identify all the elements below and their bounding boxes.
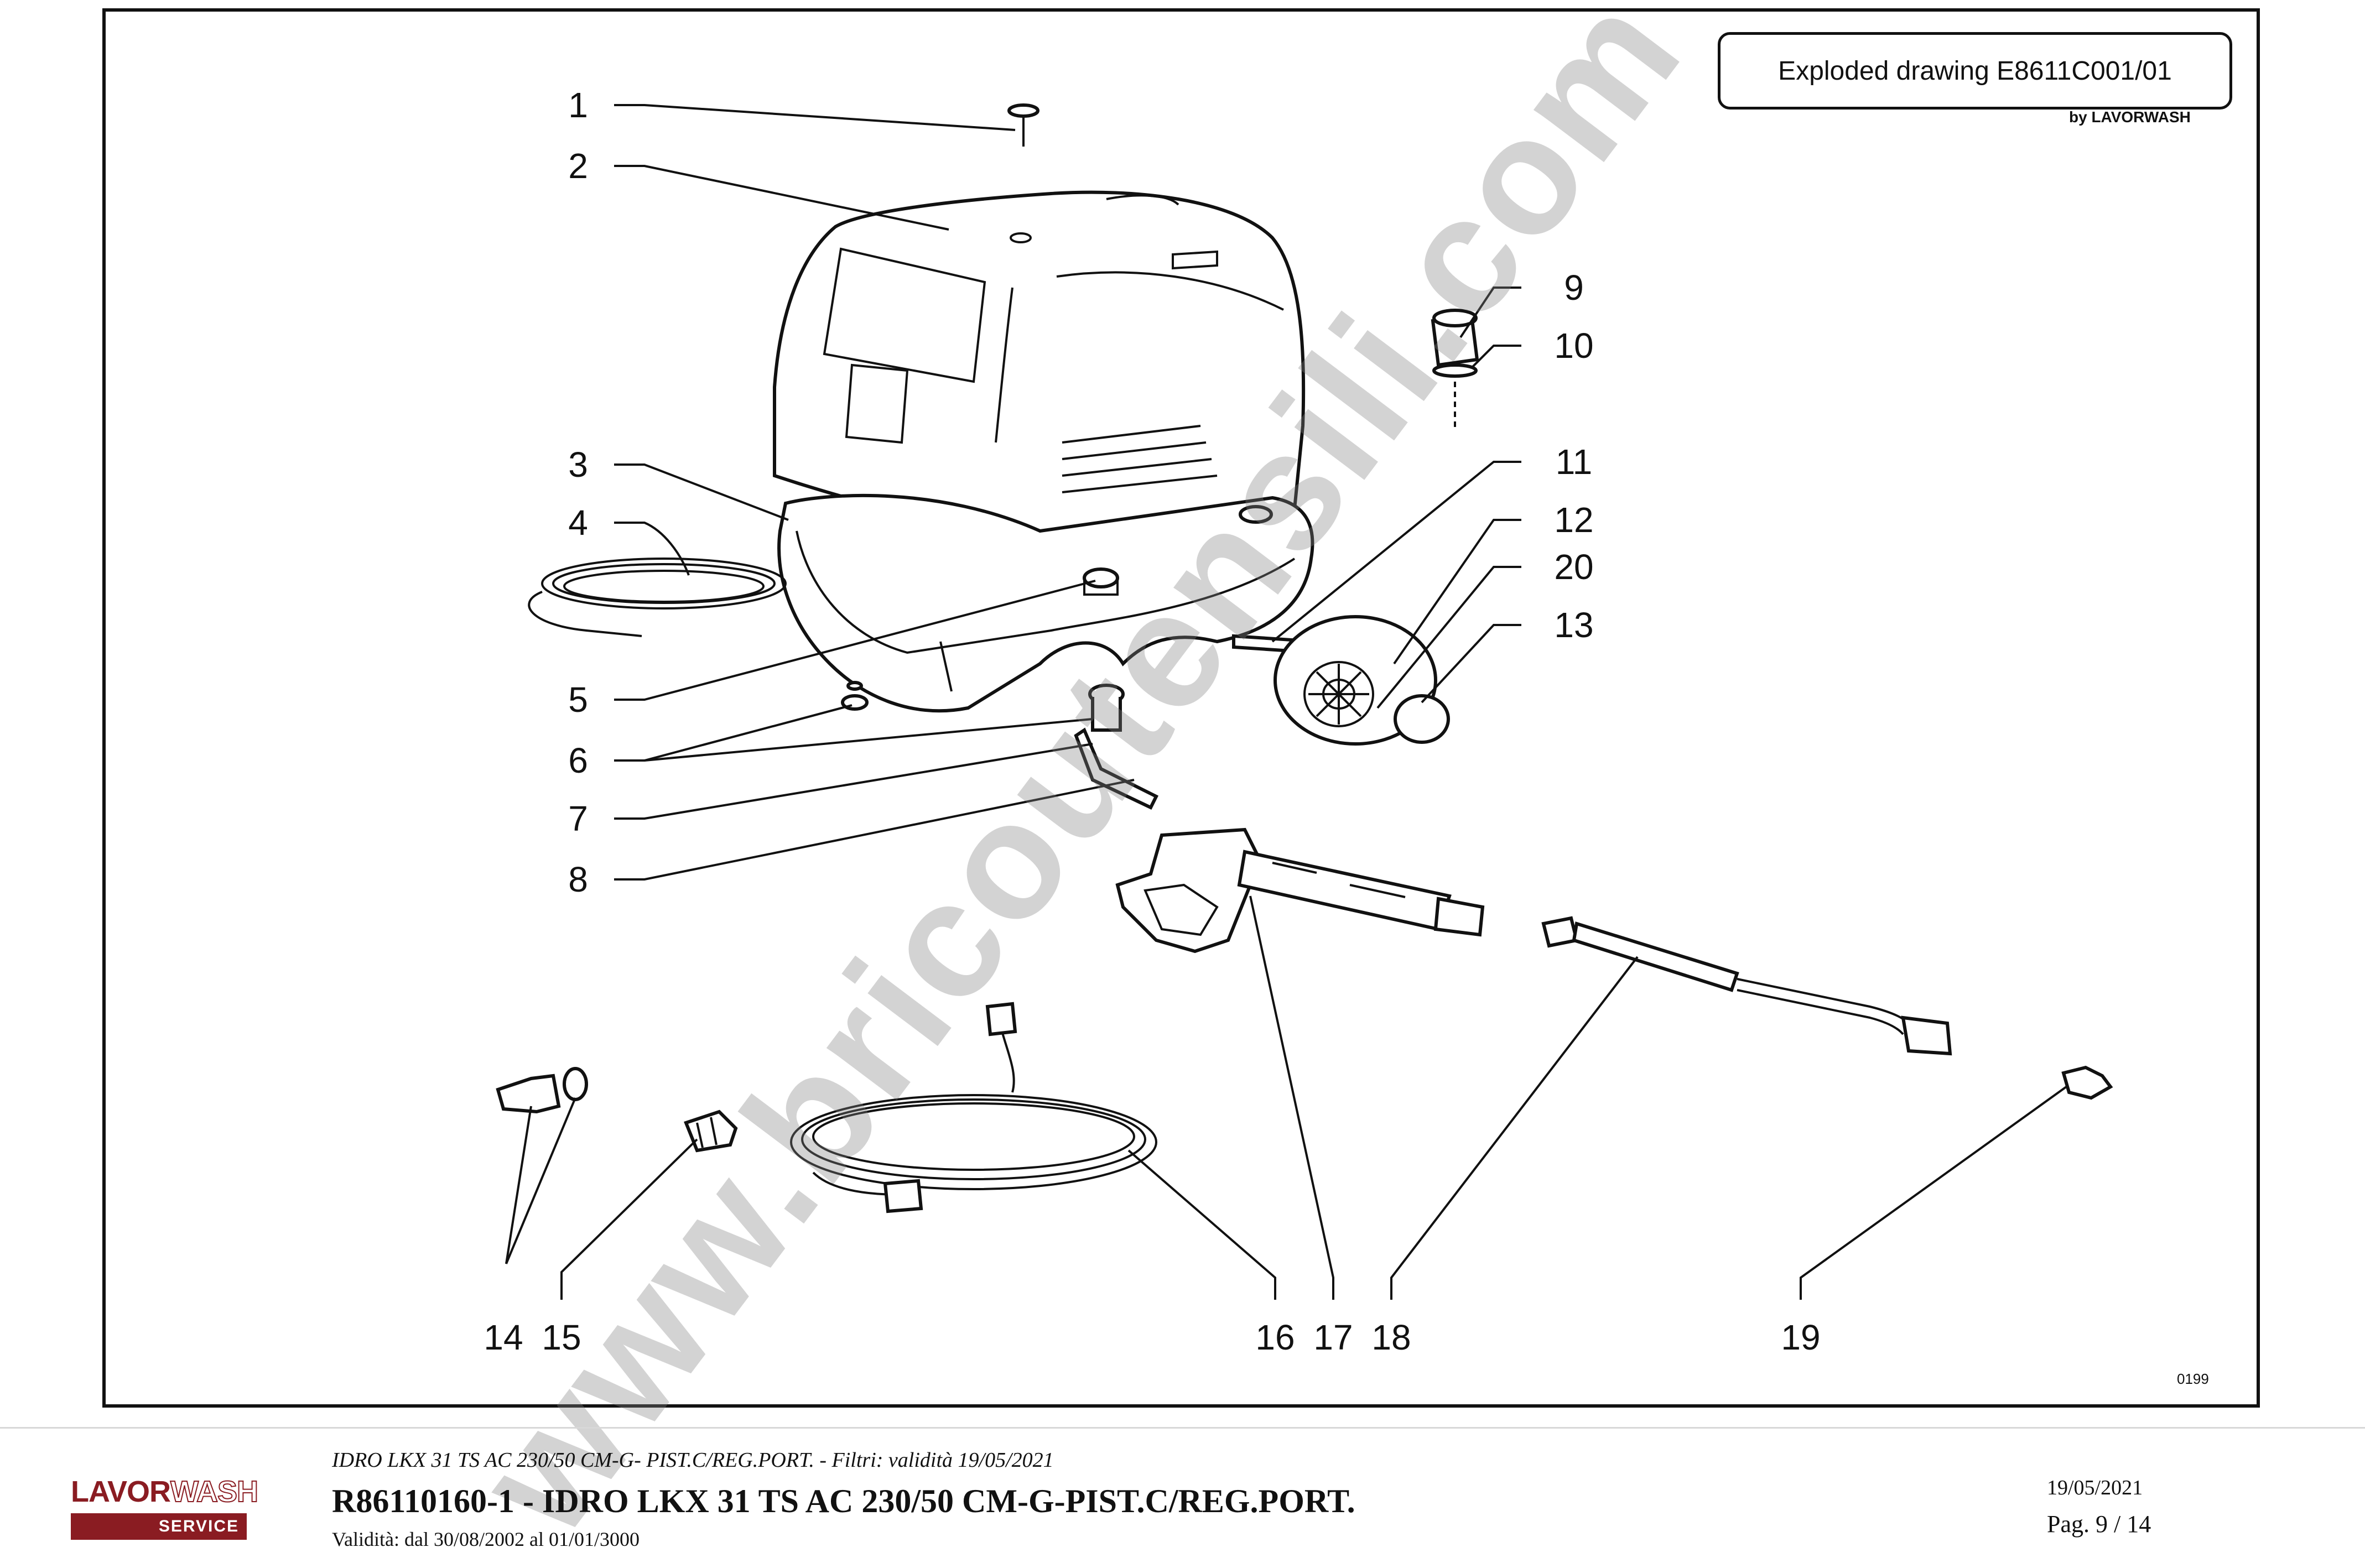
- callout-20: 20: [1554, 547, 1593, 587]
- drawing-title: Exploded drawing E8611C001/01: [1778, 56, 2172, 86]
- part-coupling-14: [496, 1067, 588, 1114]
- callout-7: 7: [568, 799, 588, 838]
- callout-2: 2: [568, 146, 588, 186]
- part-base: [777, 493, 1314, 713]
- logo-service-bar: SERVICE: [71, 1513, 247, 1540]
- callout-14: 14: [484, 1317, 523, 1357]
- logo-word-lavor: LAVOR: [71, 1475, 171, 1508]
- callout-12: 12: [1554, 500, 1593, 540]
- part-inlet-pipe: [1074, 684, 1159, 810]
- leader-lines: [505, 104, 2067, 1300]
- callout-4: 4: [568, 503, 588, 543]
- drawing-author: by LAVORWASH: [2069, 108, 2191, 126]
- part-lance: [1541, 916, 1952, 1056]
- part-spray-gun: [1115, 827, 1485, 954]
- drawing-title-box: Exploded drawing E8611C001/01: [1718, 32, 2232, 110]
- logo-word-wash: WASH: [170, 1475, 259, 1509]
- part-hose: [790, 1002, 1157, 1213]
- validity-range: Validità: dal 30/08/2002 al 01/01/3000: [332, 1528, 640, 1550]
- callout-13: 13: [1554, 605, 1593, 645]
- callout-8: 8: [568, 859, 588, 899]
- part-nozzle: [2061, 1065, 2113, 1100]
- callout-numbers: 1 2 3 4 5 6 7 8 9 10 11 12 20 13 14 15 1…: [484, 85, 1820, 1357]
- callout-9: 9: [1564, 268, 1584, 308]
- part-cable-coil: [528, 558, 787, 637]
- document-subtitle: IDRO LKX 31 TS AC 230/50 CM-G- PIST.C/RE…: [332, 1449, 1054, 1472]
- document-title: R86110160-1 - IDRO LKX 31 TS AC 230/50 C…: [332, 1483, 1355, 1519]
- callout-10: 10: [1554, 326, 1593, 366]
- callout-1: 1: [568, 85, 588, 125]
- callout-16: 16: [1255, 1317, 1295, 1357]
- callout-11: 11: [1556, 442, 1592, 482]
- print-date: 19/05/2021: [2047, 1476, 2143, 1499]
- callout-3: 3: [568, 445, 588, 485]
- callout-17: 17: [1313, 1317, 1353, 1357]
- part-screw: [1007, 103, 1039, 147]
- footer-divider: [0, 1427, 2365, 1429]
- callout-5: 5: [568, 680, 588, 720]
- part-cover: [773, 190, 1306, 539]
- part-fitting-15: [684, 1109, 738, 1153]
- page-number: Pag. 9 / 14: [2047, 1510, 2151, 1538]
- callout-18: 18: [1371, 1317, 1411, 1357]
- callout-19: 19: [1781, 1317, 1820, 1357]
- drawing-code: 0199: [2177, 1371, 2209, 1387]
- callout-6: 6: [568, 741, 588, 780]
- callout-15: 15: [542, 1317, 581, 1357]
- part-hub-cap: [1394, 694, 1450, 744]
